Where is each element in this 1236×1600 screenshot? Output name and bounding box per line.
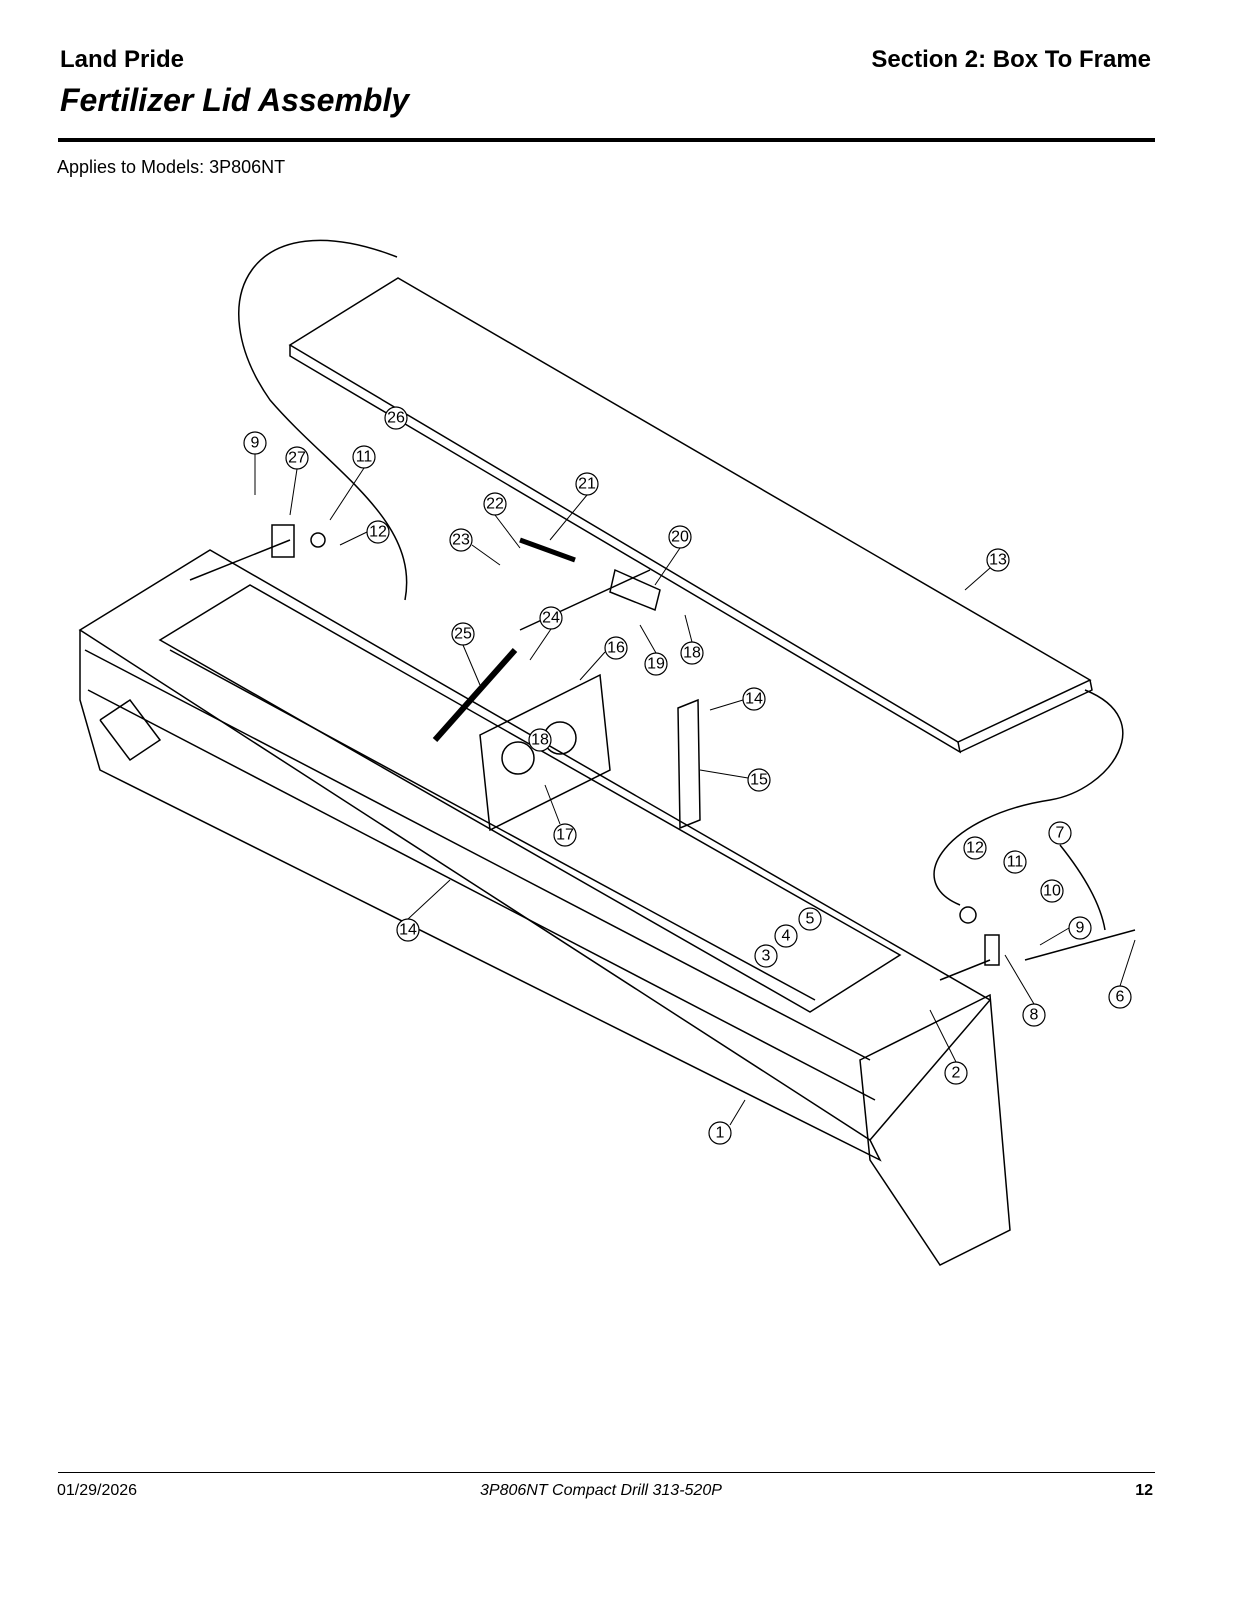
- hopper-front: [79, 630, 882, 1162]
- callout-13: 13: [989, 552, 1007, 569]
- left-bracket: [99, 698, 162, 762]
- callout-22: 22: [486, 496, 504, 513]
- page-title: Fertilizer Lid Assembly: [60, 82, 410, 118]
- callout-24: 24: [542, 610, 560, 627]
- callout-25: 25: [454, 626, 472, 643]
- callout-20: 20: [671, 529, 689, 546]
- callout-11-right: 11: [1007, 854, 1024, 871]
- footer-date: 01/29/2026: [57, 1482, 138, 1499]
- callout-26: 26: [387, 410, 405, 427]
- callout-5: 5: [806, 911, 815, 928]
- callout-19: 19: [647, 656, 665, 673]
- callout-18-bracket: 18: [531, 732, 549, 749]
- callout-14-front: 14: [399, 922, 417, 939]
- callout-17: 17: [556, 827, 574, 844]
- lid-panel: [288, 277, 1092, 743]
- callout-4: 4: [782, 928, 791, 945]
- footer-rule: [58, 1472, 1155, 1473]
- callout-27: 27: [288, 450, 306, 467]
- callout-1: 1: [716, 1125, 725, 1142]
- callout-23: 23: [452, 532, 470, 549]
- callout-15: 15: [750, 772, 768, 789]
- lid-front-edge: [289, 345, 962, 754]
- applies-to-models: Applies to Models: 3P806NT: [57, 157, 286, 177]
- callout-11: 11: [356, 449, 373, 466]
- callout-6: 6: [1116, 989, 1125, 1006]
- callout-9: 9: [251, 435, 260, 452]
- callout-10: 10: [1043, 883, 1061, 900]
- exploded-parts-diagram: 26 9 27 11 12 22 21 23 20 13 24 16 19 18…: [78, 239, 1136, 1266]
- right-end-panel: [859, 993, 1011, 1266]
- footer-document: 3P806NT Compact Drill 313-520P: [480, 1482, 722, 1499]
- section-title: Section 2: Box To Frame: [871, 46, 1151, 73]
- callout-14: 14: [745, 691, 763, 708]
- callout-2: 2: [952, 1065, 961, 1082]
- callout-12: 12: [369, 524, 387, 541]
- upright-channel: [677, 698, 701, 830]
- callout-3: 3: [762, 948, 771, 965]
- callout-7: 7: [1056, 825, 1065, 842]
- callout-9-right: 9: [1076, 920, 1085, 937]
- page-number: 12: [1135, 1482, 1153, 1499]
- center-bracket: [479, 673, 611, 832]
- header-rule: [58, 138, 1155, 142]
- callout-12-right: 12: [966, 840, 984, 857]
- callout-21: 21: [578, 476, 596, 493]
- callout-16: 16: [607, 640, 625, 657]
- callout-8: 8: [1030, 1007, 1039, 1024]
- callout-18: 18: [683, 645, 701, 662]
- brand-name: Land Pride: [60, 46, 185, 73]
- inner-tray: [158, 584, 902, 1013]
